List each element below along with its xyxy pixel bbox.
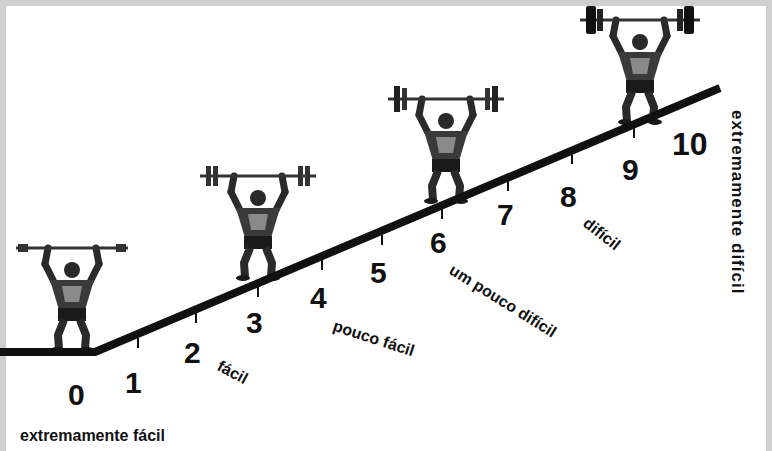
scale-number: 10 [672, 128, 708, 160]
scale-number: 1 [125, 368, 142, 398]
scale-label: fácil [214, 358, 250, 387]
scale-number: 2 [184, 338, 201, 368]
scale-number: 7 [497, 200, 514, 230]
scale-label: um pouco difícil [447, 262, 560, 341]
scale-number: 4 [310, 283, 327, 313]
scale-label: pouco fácil [331, 318, 416, 359]
scale-label: extremamente difícil [729, 110, 746, 294]
scale-label: difícil [580, 215, 623, 253]
scale-number: 8 [560, 182, 577, 212]
scale-number: 9 [622, 155, 639, 185]
scale-label: extremamente fácil [20, 428, 165, 444]
scale-number: 5 [370, 258, 387, 288]
scale-number: 3 [246, 308, 263, 338]
scale-number: 0 [68, 380, 85, 410]
scale-number: 6 [430, 228, 447, 258]
